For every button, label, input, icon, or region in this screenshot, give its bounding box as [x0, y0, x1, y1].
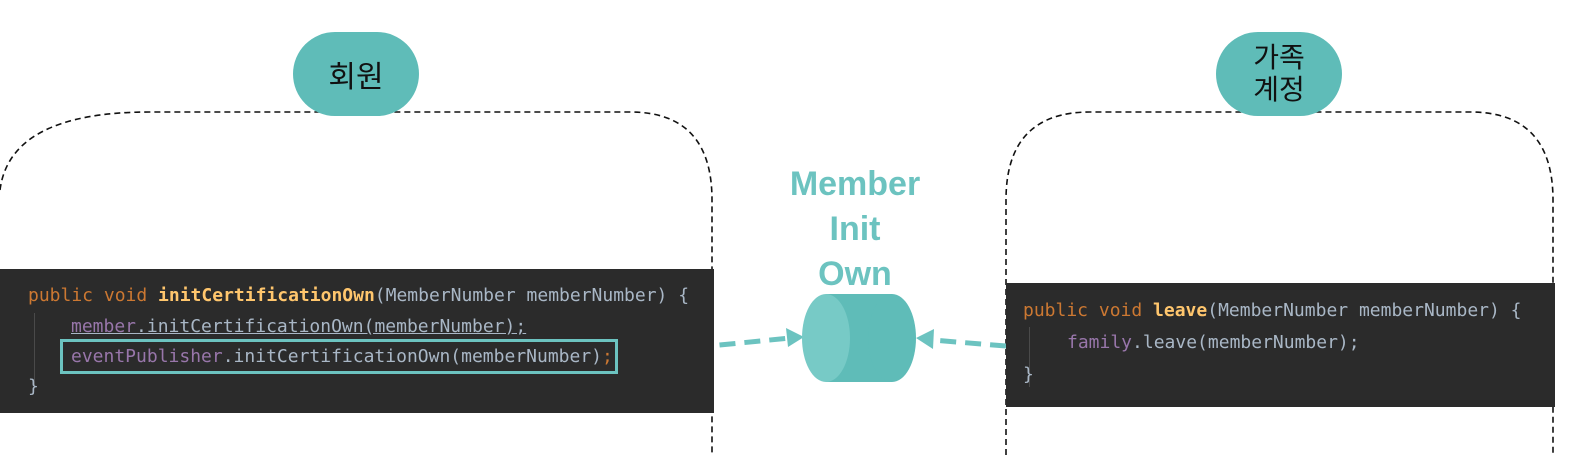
- method-call: .leave(memberNumber);: [1132, 332, 1360, 353]
- method-name: initCertificationOwn: [158, 285, 375, 306]
- subscribe-arrowhead: [916, 329, 934, 349]
- closing-brace: }: [1023, 364, 1034, 385]
- semicolon: ;: [602, 346, 613, 367]
- left-context-boundary: [0, 111, 713, 455]
- method-call: .initCertificationOwn(memberNumber);: [136, 316, 527, 337]
- event-publish-highlight: [60, 339, 618, 374]
- family-account-context-title: 가족 계정: [1216, 32, 1342, 116]
- member-context-title: 회원: [293, 32, 419, 116]
- field-name: member: [71, 316, 137, 337]
- subscribe-arrow-line: [931, 337, 1007, 349]
- closing-brace: }: [28, 376, 39, 397]
- method-call: .initCertificationOwn(memberNumber): [222, 346, 603, 367]
- field-name: eventPublisher: [71, 346, 223, 367]
- method-signature: (MemberNumber memberNumber) {: [1207, 300, 1522, 321]
- family-context-label-line1: 가족: [1253, 41, 1305, 74]
- code-line-3: eventPublisher.initCertificationOwn(memb…: [71, 343, 613, 371]
- method-name: leave: [1153, 300, 1208, 321]
- code-line-3: }: [1023, 361, 1034, 389]
- family-context-label-line2: 계정: [1253, 73, 1305, 106]
- event-name-label: Member Init Own: [770, 162, 940, 297]
- family-code-snippet: public void leave(MemberNumber memberNum…: [1006, 283, 1555, 407]
- publish-arrowhead: [786, 328, 804, 347]
- keyword: public void: [1023, 300, 1154, 321]
- indent-guide: [1029, 327, 1030, 387]
- member-code-snippet: public void initCertificationOwn(MemberN…: [0, 269, 714, 413]
- message-queue-cylinder: [802, 294, 916, 382]
- event-name-line2: Init: [829, 210, 881, 248]
- member-context-label: 회원: [328, 60, 384, 95]
- code-line-4: }: [28, 373, 39, 401]
- field-name: family: [1067, 332, 1133, 353]
- event-name-line3: Own: [818, 255, 892, 293]
- code-line-1: public void initCertificationOwn(MemberN…: [28, 282, 689, 310]
- code-line-1: public void leave(MemberNumber memberNum…: [1023, 297, 1522, 325]
- method-signature: (MemberNumber memberNumber) {: [374, 285, 690, 306]
- keyword: public void: [28, 285, 159, 306]
- indent-guide: [34, 313, 35, 385]
- code-line-2: member.initCertificationOwn(memberNumber…: [71, 313, 526, 341]
- code-line-2: family.leave(memberNumber);: [1067, 329, 1360, 357]
- event-name-line1: Member: [789, 165, 921, 203]
